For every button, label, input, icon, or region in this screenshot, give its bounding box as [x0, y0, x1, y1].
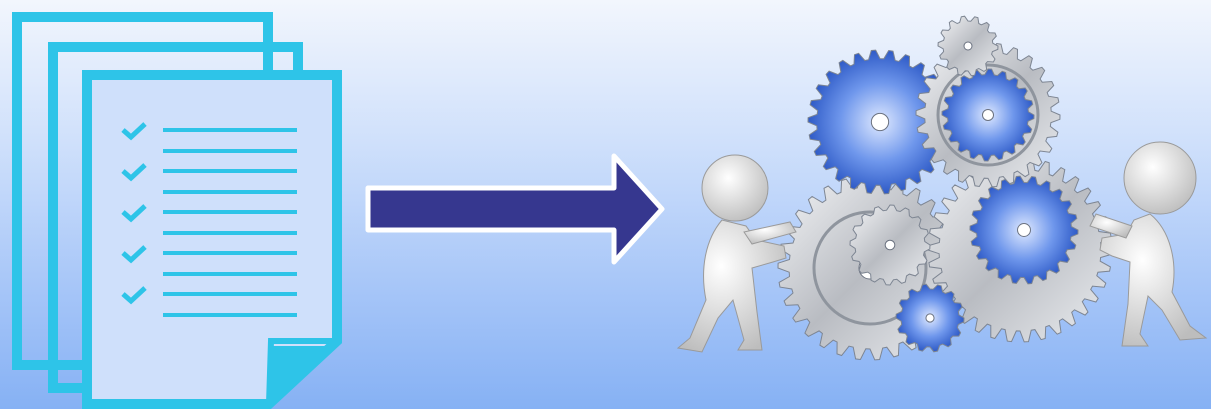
right-figure-pushing [1090, 142, 1206, 346]
gear-hub [1018, 224, 1031, 237]
left-figure-pushing [678, 155, 796, 352]
gears-teamwork-icon [678, 16, 1206, 360]
gear-hub [982, 109, 993, 120]
right-arrow-icon [368, 156, 662, 262]
gear-hub [926, 314, 934, 322]
gear-hub [871, 113, 888, 130]
document-stack-icon [17, 17, 337, 404]
document-page-front [87, 75, 337, 404]
gear-cluster [778, 16, 1112, 360]
gear-hub [885, 240, 895, 250]
gear-hub [964, 42, 972, 50]
